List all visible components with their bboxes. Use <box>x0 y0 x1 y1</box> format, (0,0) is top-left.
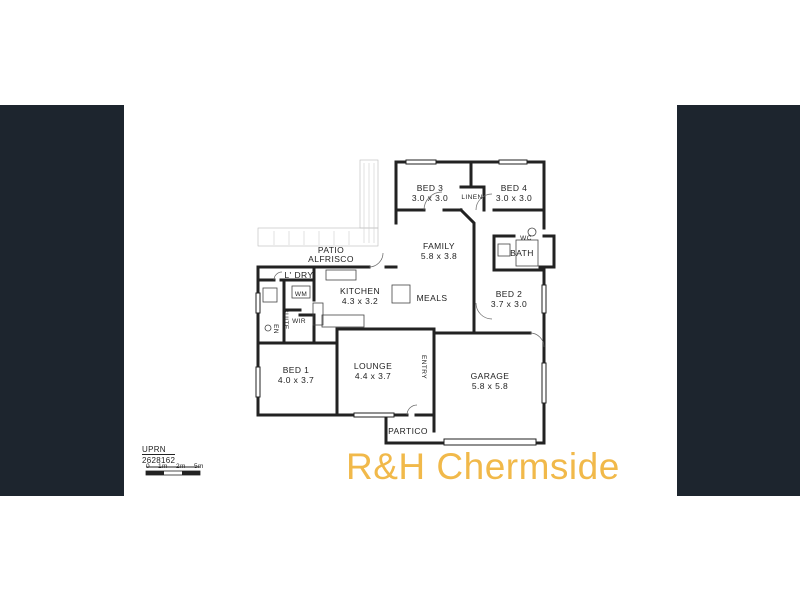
bath-label: BATH <box>510 248 534 258</box>
bed2-name: BED 2 <box>496 289 523 299</box>
garage-name: GARAGE <box>471 371 510 381</box>
patio-line2: ALFRISCO <box>308 254 354 264</box>
patio-decking <box>257 159 379 247</box>
kitchen-name: KITCHEN <box>340 286 380 296</box>
partico-label: PARTICO <box>388 426 428 436</box>
uprn-label: UPRN <box>142 445 166 454</box>
family-size: 5.8 x 3.8 <box>421 251 457 261</box>
patio-line1: PATIO <box>318 245 344 255</box>
linen-label: LINEN <box>461 194 482 201</box>
garage-size: 5.8 x 5.8 <box>472 381 508 391</box>
fixtures <box>262 227 539 332</box>
bed3-size: 3.0 x 3.0 <box>412 193 448 203</box>
bed2-size: 3.7 x 3.0 <box>491 299 527 309</box>
laundry-label: L' <box>284 270 291 280</box>
left-dark-panel <box>0 105 124 496</box>
scale-tick-3: 5m <box>194 463 204 470</box>
bed1-name: BED 1 <box>283 365 310 375</box>
right-dark-panel <box>677 105 800 496</box>
doors <box>273 191 545 416</box>
kitchen-size: 4.3 x 3.2 <box>342 296 378 306</box>
uprn-number: 2628162 <box>142 454 176 465</box>
entry-label: ENTRY <box>420 355 427 379</box>
bed4-name: BED 4 <box>501 183 528 193</box>
bed1-size: 4.0 x 3.7 <box>278 375 314 385</box>
dry-label: DRY <box>295 270 314 280</box>
family-name: FAMILY <box>423 241 455 251</box>
scale-tick-0: 0 <box>146 463 150 470</box>
bed3-name: BED 3 <box>417 183 444 193</box>
floor-plan: BED 3 3.0 x 3.0 BED 4 3.0 x 3.0 LINEN FA… <box>145 159 556 476</box>
scale-bar: 0 1m 2m 5m <box>145 463 204 476</box>
wir-label: WIR <box>292 318 306 325</box>
ensuite-line2: SUITE <box>282 308 289 329</box>
scale-tick-2: 2m <box>176 463 186 470</box>
wc-label: WC <box>520 235 532 242</box>
ensuite-line1: EN <box>272 324 279 334</box>
floor-plan-canvas: BED 3 3.0 x 3.0 BED 4 3.0 x 3.0 LINEN FA… <box>124 105 677 496</box>
lounge-name: LOUNGE <box>354 361 392 371</box>
bed4-size: 3.0 x 3.0 <box>496 193 532 203</box>
meals-label: MEALS <box>417 293 448 303</box>
windows <box>255 159 547 446</box>
lounge-size: 4.4 x 3.7 <box>355 371 391 381</box>
brand-watermark: R&H Chermside <box>346 446 620 487</box>
wm-label: WM <box>295 291 307 298</box>
scale-tick-1: 1m <box>158 463 168 470</box>
